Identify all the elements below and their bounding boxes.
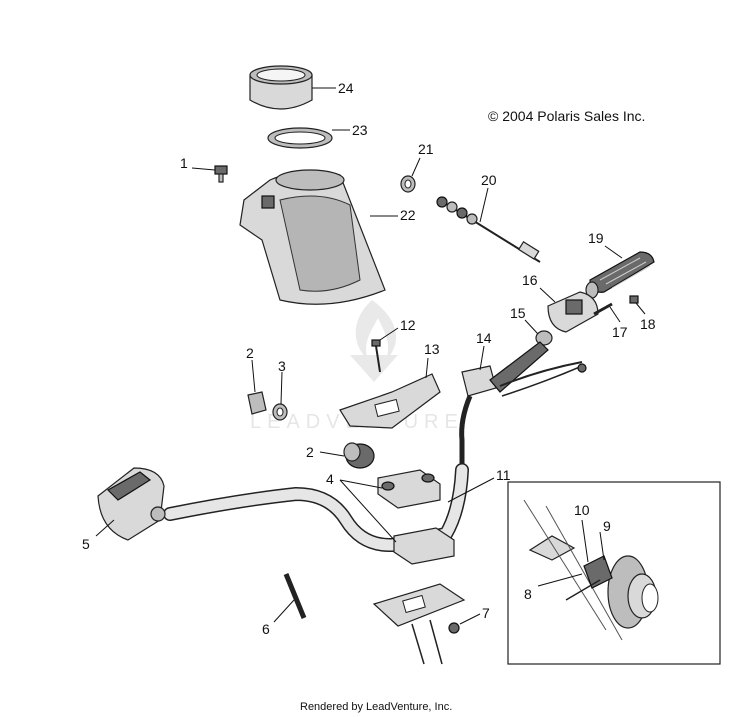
part-7-nut bbox=[448, 622, 460, 634]
callout-23: 23 bbox=[352, 122, 368, 138]
part-13-mount-plate bbox=[339, 373, 441, 429]
callout-8: 8 bbox=[524, 586, 532, 602]
callout-1: 1 bbox=[180, 155, 188, 171]
part-24-sleeve bbox=[249, 65, 313, 110]
callout-14: 14 bbox=[476, 330, 492, 346]
part-14-brake-master-cylinder bbox=[459, 341, 587, 470]
callout-17: 17 bbox=[612, 324, 628, 340]
callout-2b: 2 bbox=[306, 444, 314, 460]
callout-7: 7 bbox=[482, 605, 490, 621]
part-1-screw bbox=[214, 165, 228, 183]
part-4-upper-clamp bbox=[377, 469, 441, 509]
callout-21: 21 bbox=[418, 141, 434, 157]
callout-6: 6 bbox=[262, 621, 270, 637]
callout-22: 22 bbox=[400, 207, 416, 223]
callout-18: 18 bbox=[640, 316, 656, 332]
part-6-strap bbox=[283, 573, 307, 619]
part-22-headlight-pod bbox=[239, 169, 386, 305]
part-23-gasket bbox=[267, 127, 333, 149]
part-19-grip bbox=[585, 251, 655, 299]
callout-19: 19 bbox=[588, 230, 604, 246]
callout-11: 11 bbox=[496, 467, 511, 483]
part-2-clamp-upper bbox=[247, 391, 267, 415]
part-4-lower-clamp bbox=[393, 527, 455, 565]
callout-20: 20 bbox=[481, 172, 497, 188]
inset-detail-box bbox=[507, 481, 721, 665]
part-2-ignition-switch bbox=[343, 442, 375, 469]
part-11-handlebar bbox=[163, 463, 469, 552]
part-12-bolt bbox=[371, 339, 381, 373]
part-21-grommet bbox=[400, 175, 416, 193]
callout-2a: 2 bbox=[246, 345, 254, 361]
part-mount-bracket bbox=[372, 583, 466, 665]
callout-3: 3 bbox=[278, 358, 286, 374]
callout-13: 13 bbox=[424, 341, 440, 357]
callout-15: 15 bbox=[510, 305, 526, 321]
callout-9: 9 bbox=[603, 518, 611, 534]
copyright-text: © 2004 Polaris Sales Inc. bbox=[488, 108, 645, 124]
part-5-switch-housing bbox=[97, 467, 166, 541]
callout-4: 4 bbox=[326, 471, 334, 487]
callout-12: 12 bbox=[400, 317, 416, 333]
part-20-socket-assembly bbox=[436, 196, 541, 263]
part-18-cap bbox=[629, 295, 639, 304]
part-17-screw bbox=[593, 302, 613, 316]
footer-credit: Rendered by LeadVenture, Inc. bbox=[300, 701, 452, 713]
callout-16: 16 bbox=[522, 272, 538, 288]
callout-24: 24 bbox=[338, 80, 354, 96]
part-3-washer bbox=[272, 403, 288, 421]
callout-10: 10 bbox=[574, 502, 590, 518]
callout-5: 5 bbox=[82, 536, 90, 552]
part-16-throttle-housing bbox=[547, 291, 599, 333]
